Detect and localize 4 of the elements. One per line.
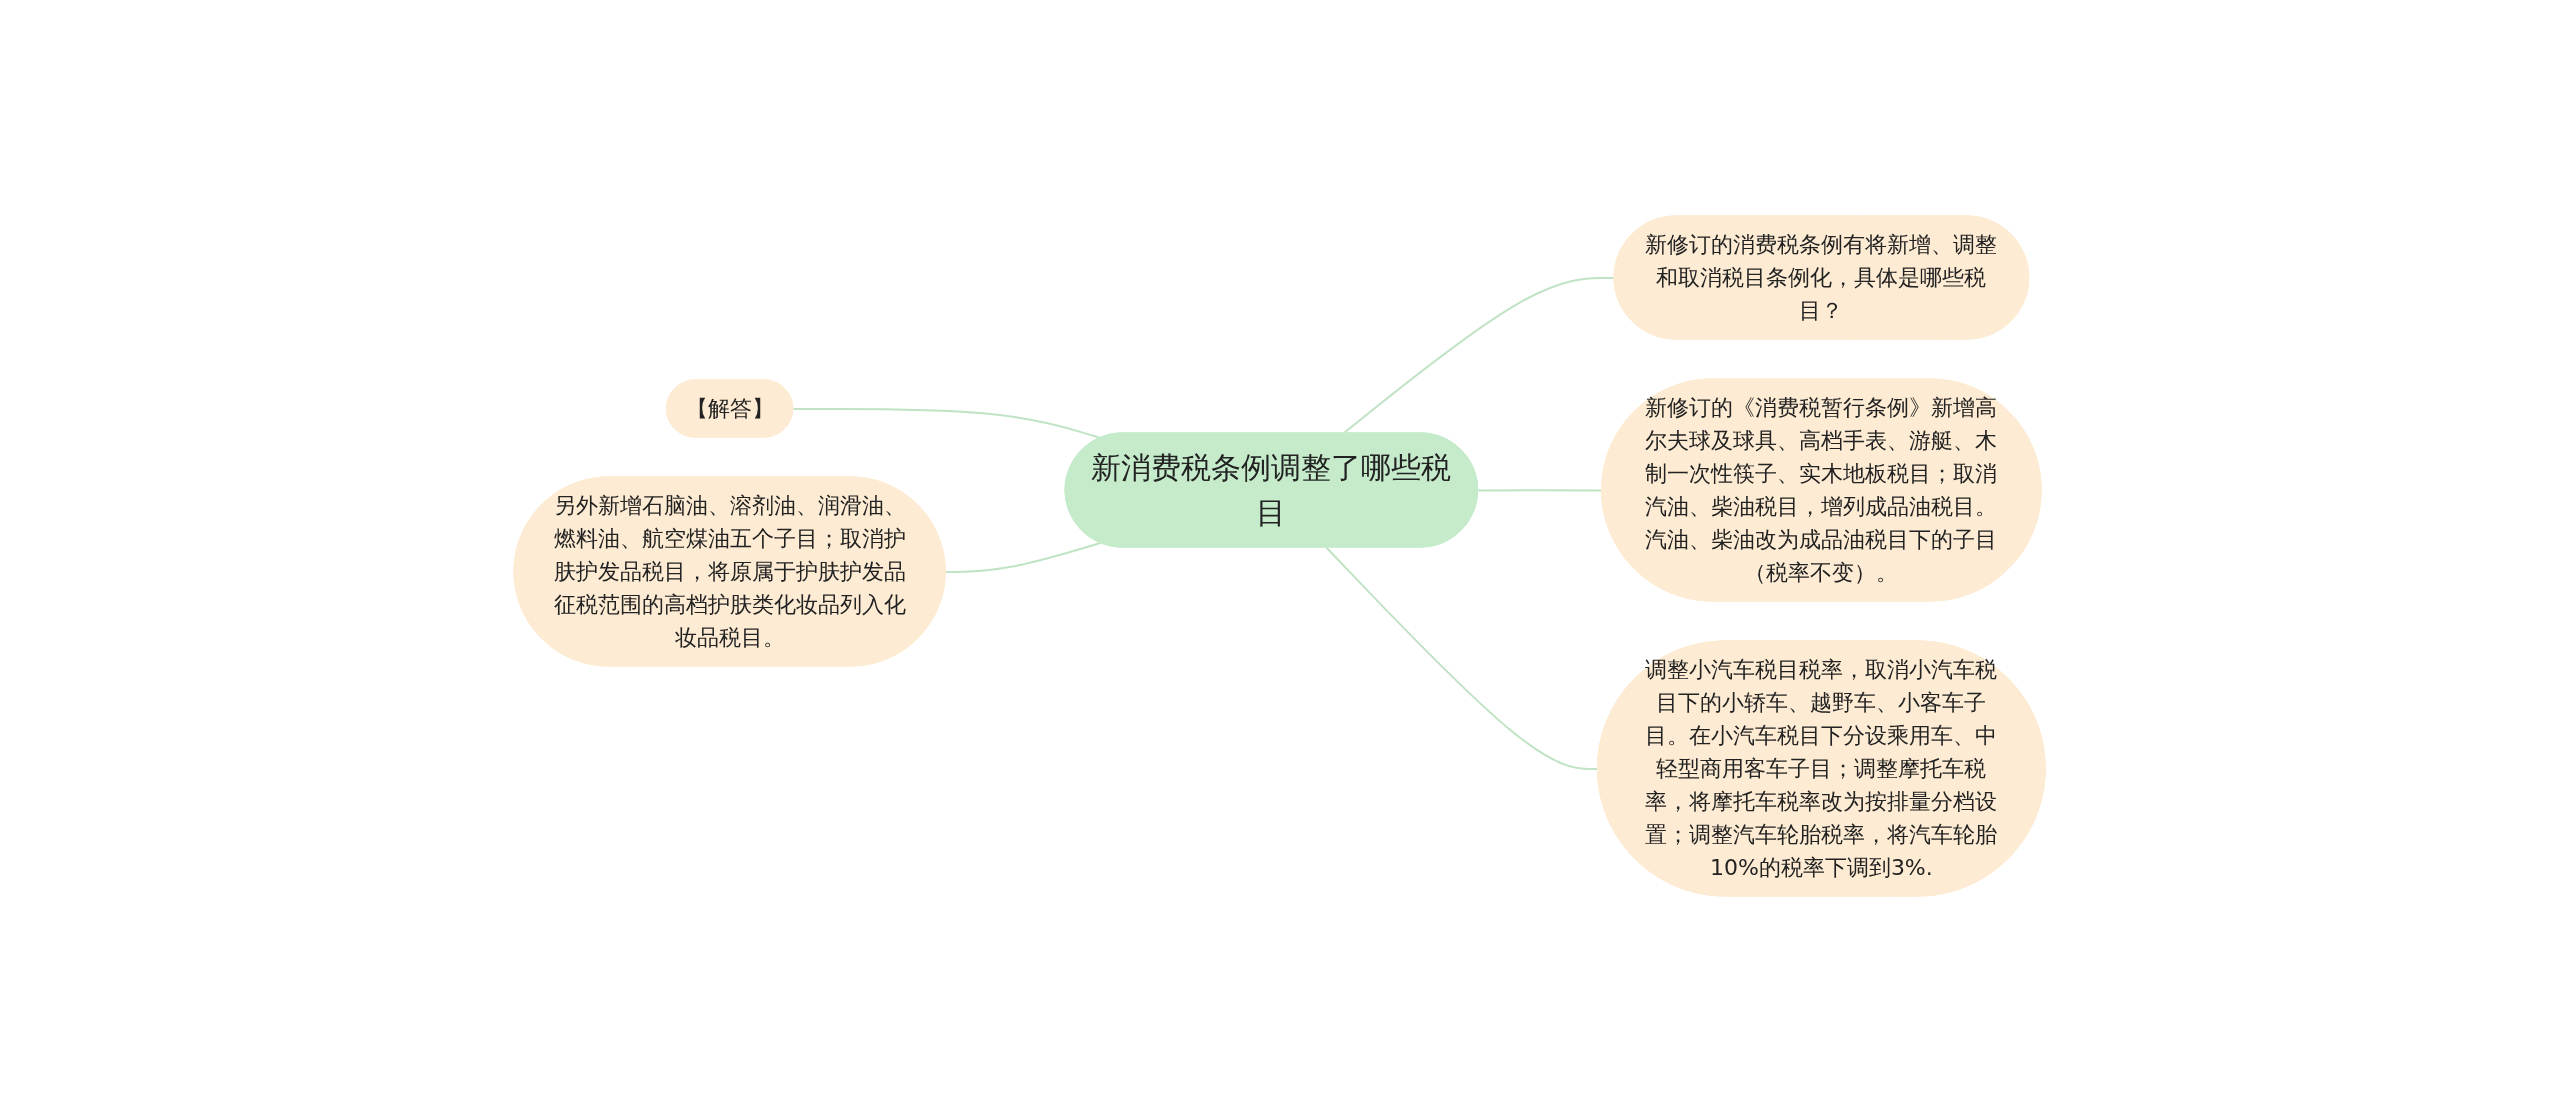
connector <box>792 407 1102 439</box>
connector <box>1342 276 1616 434</box>
connector <box>945 541 1102 573</box>
connector <box>1477 488 1604 491</box>
